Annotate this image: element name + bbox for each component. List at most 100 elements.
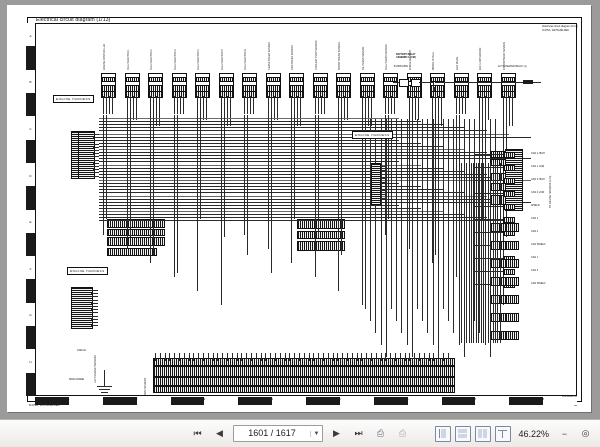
schematic-element [242,91,257,98]
signal-label: CAN 1 [531,217,539,220]
schematic-element [406,119,408,345]
schematic-element [101,391,108,393]
schematic-element [380,353,382,361]
schematic-element [383,77,398,83]
schematic-element [375,119,377,333]
schematic-element [385,96,386,114]
schematic-element [428,353,430,361]
schematic-element [93,143,99,145]
schematic-element [255,353,257,361]
component-label: COOLANT TEMP SENSOR [314,40,318,71]
schematic-element [385,353,387,361]
schematic-element [503,165,515,171]
signal-label: CAN 2 HIGH [531,178,545,181]
schematic-element [267,115,269,249]
snapshot-icon[interactable]: ⎙ [398,428,407,438]
ruler-segment [26,372,35,396]
schematic-element [242,77,257,83]
view-controls-group[interactable]: 46.22% − ◎ [435,425,594,443]
schematic-element [380,119,382,345]
schematic-element [270,96,272,120]
schematic-element [379,202,387,203]
schematic-element [379,190,387,191]
next-page-button[interactable]: ▶ [333,428,340,438]
document-viewport[interactable]: Electrical circuit diagram (1/13) Electr… [0,0,600,420]
schematic-element [99,133,509,135]
ruler-label: F [29,266,32,271]
schematic-element [223,96,225,126]
schematic-element [447,353,449,361]
schematic-element [432,115,433,263]
schematic-element [297,96,298,126]
schematic-element [505,241,519,250]
last-page-button[interactable]: ⏭ [354,428,363,438]
fit-page-icon[interactable] [495,425,512,442]
schematic-element [182,96,184,114]
signal-label: CAN SHIELD [531,282,546,285]
schematic-element [433,353,435,361]
schematic-element [217,353,219,361]
signal-label: CAN 2 [531,269,539,272]
facing-pages-icon[interactable] [475,425,492,442]
schematic-element [260,353,262,361]
schematic-element [150,115,151,263]
schematic-element [174,353,176,361]
schematic-element [361,353,363,361]
drawing-frame-inner [35,23,577,396]
zoom-level-value[interactable]: 46.22% [518,428,549,439]
schematic-element [411,119,413,357]
schematic-element [475,163,477,343]
copy-icon[interactable]: ⎙ [376,428,385,438]
schematic-element [93,175,99,177]
fit-width-icon[interactable]: ◎ [581,428,590,438]
schematic-element [106,115,107,219]
schematic-element [505,223,519,232]
schematic-element [247,96,248,114]
previous-page-button[interactable]: ◀ [216,428,223,438]
component-label: CRANK SPEED SENSOR [267,42,271,70]
schematic-element [270,115,272,273]
schematic-element [91,309,98,311]
continuous-view-icon[interactable] [455,425,472,442]
schematic-element [251,353,252,361]
schematic-element [71,131,79,179]
single-page-view-icon[interactable] [435,425,452,442]
ruler-label: B [29,80,32,85]
component-label: OIL PRESS SENSOR [361,46,365,70]
schematic-element [153,366,455,377]
schematic-element [284,353,286,361]
title-block-top-right: Electrical circuit diagram (1/13) D475A,… [542,25,578,33]
schematic-element [244,96,245,114]
component-label: FUEL INJECTOR 1 [126,49,130,70]
schematic-element [276,96,278,120]
schematic-element [91,290,98,291]
first-page-button[interactable]: ⏮ [193,428,202,438]
component-label: FUEL INJECTOR 6 [244,49,247,70]
schematic-element [371,353,372,361]
schematic-element [433,87,435,91]
schematic-element [250,96,251,114]
zoom-out-icon[interactable]: − [561,428,568,439]
viewer-toolbar[interactable]: ⏮ ◀ 1601 / 1617 ▼ ▶ ⏭ ⎙ ⎙ [0,419,600,447]
schematic-element [379,170,387,171]
schematic-element [99,142,421,144]
document-page[interactable]: Electrical circuit diagram (1/13) Electr… [7,5,591,412]
schematic-element [297,241,345,251]
page-number-value[interactable]: 1601 / 1617 [248,428,296,438]
schematic-element [411,96,413,120]
page-number-input[interactable]: 1601 / 1617 ▼ [233,425,323,442]
schematic-element [93,134,99,135]
schematic-element [99,127,465,129]
schematic-element [294,115,295,219]
schematic-element [308,353,310,361]
schematic-element [99,204,399,206]
ruler-label: 7 [474,397,477,401]
schematic-element [99,170,465,172]
ruler-segment [204,397,239,405]
schematic-element [388,96,389,114]
page-navigation-group[interactable]: ⏮ ◀ 1601 / 1617 ▼ ▶ ⏭ ⎙ ⎙ [189,425,411,443]
schematic-element [289,91,304,98]
schematic-element [341,96,342,120]
chevron-down-icon[interactable]: ▼ [310,430,322,437]
schematic-element [430,91,445,98]
